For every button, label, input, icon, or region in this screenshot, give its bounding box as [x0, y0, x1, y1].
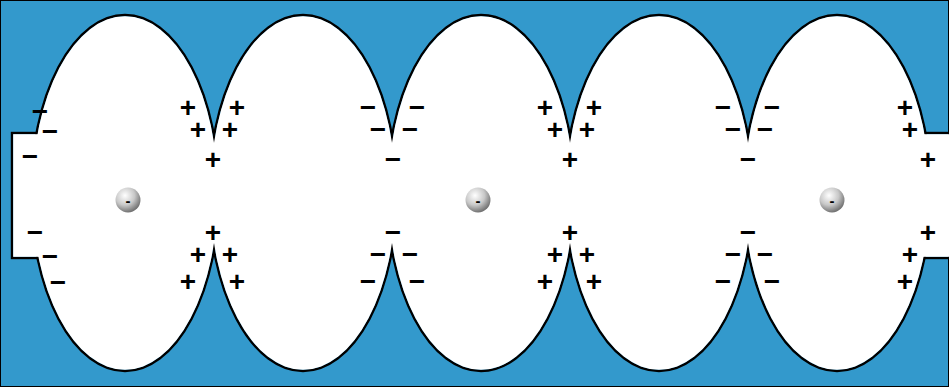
positive-charge: + [229, 268, 245, 296]
cavity-interior [13, 16, 949, 370]
positive-charge: + [547, 116, 563, 144]
positive-charge: + [547, 241, 563, 269]
electron: - [115, 187, 141, 213]
positive-charge: + [902, 241, 918, 269]
negative-charge: − [385, 219, 401, 247]
positive-charge: + [222, 241, 238, 269]
positive-charge: + [920, 146, 936, 174]
negative-charge: − [402, 116, 418, 144]
negative-charge: − [50, 269, 66, 297]
negative-charge: − [370, 116, 386, 144]
negative-charge: − [360, 268, 376, 296]
positive-charge: + [579, 116, 595, 144]
electron-charge: - [476, 193, 481, 208]
negative-charge: − [27, 219, 43, 247]
negative-charge: − [370, 241, 386, 269]
positive-charge: + [537, 268, 553, 296]
negative-charge: − [402, 241, 418, 269]
positive-charge: + [205, 146, 221, 174]
negative-charge: − [22, 143, 38, 171]
negative-charge: − [409, 268, 425, 296]
positive-charge: + [205, 219, 221, 247]
positive-charge: + [902, 116, 918, 144]
positive-charge: + [586, 268, 602, 296]
positive-charge: + [180, 268, 196, 296]
negative-charge: − [725, 116, 741, 144]
negative-charge: − [740, 219, 756, 247]
negative-charge: − [42, 243, 58, 271]
positive-charge: + [897, 268, 913, 296]
electron: - [465, 187, 491, 213]
cavity-outline [12, 15, 949, 371]
positive-charge: + [920, 219, 936, 247]
positive-charge: + [579, 241, 595, 269]
negative-charge: − [740, 146, 756, 174]
positive-charge: + [190, 241, 206, 269]
negative-charge: − [725, 241, 741, 269]
positive-charge: + [562, 219, 578, 247]
electron-charge: - [830, 193, 835, 208]
negative-charge: − [757, 116, 773, 144]
positive-charge: + [190, 116, 206, 144]
electron: - [819, 187, 845, 213]
negative-charge: − [764, 268, 780, 296]
negative-charge: − [385, 146, 401, 174]
positive-charge: + [222, 116, 238, 144]
negative-charge: − [42, 118, 58, 146]
positive-charge: + [562, 146, 578, 174]
negative-charge: − [715, 268, 731, 296]
electron-charge: - [126, 193, 131, 208]
negative-charge: − [757, 241, 773, 269]
